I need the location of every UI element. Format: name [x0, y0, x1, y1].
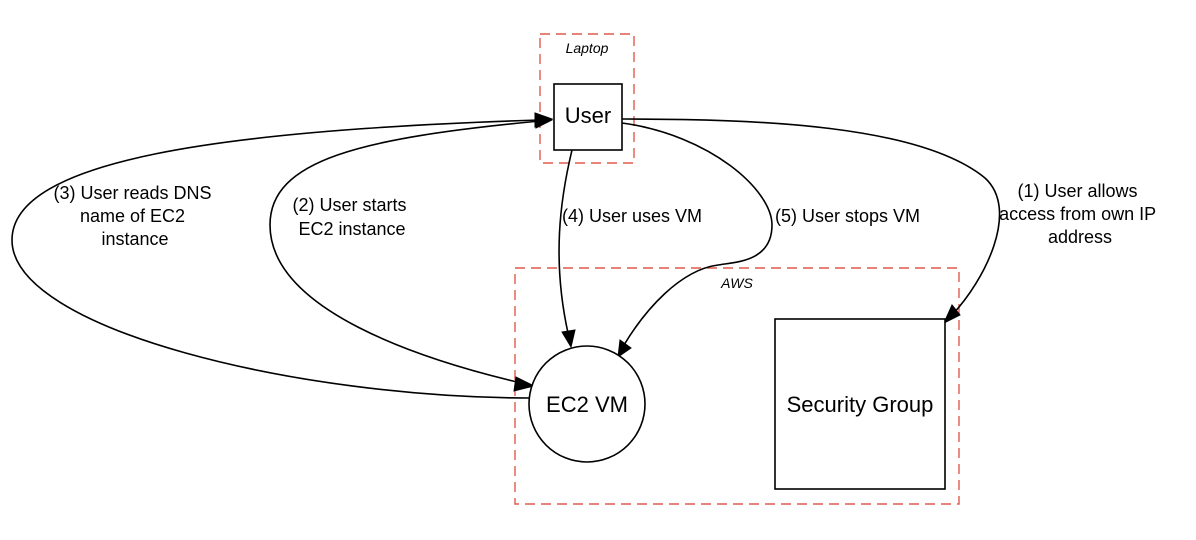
edge-uses-vm-line — [558, 149, 573, 334]
node-ec2-vm: EC2 VM — [528, 345, 646, 463]
node-security-group-box — [774, 318, 946, 490]
edge-reads-dns: (3) User reads DNS name of EC2 instance — [11, 112, 554, 399]
edge-starts-instance-arrowhead-ec2 — [513, 376, 536, 392]
aws-cluster-label: AWS — [720, 275, 753, 291]
edge-stops-vm: (5) User stops VM — [617, 122, 920, 359]
node-security-group-label: Security Group — [787, 392, 934, 417]
edge-allow-access: (1) User allows access from own IP addre… — [621, 118, 1161, 325]
edge-reads-dns-label: (3) User reads DNS name of EC2 instance — [53, 183, 216, 249]
node-security-group: Security Group — [774, 318, 946, 490]
edge-starts-instance-label: (2) User starts EC2 instance — [292, 195, 411, 239]
edge-reads-dns-line — [11, 119, 541, 399]
node-ec2-vm-label: EC2 VM — [546, 392, 628, 417]
edge-stops-vm-arrowhead — [617, 339, 632, 359]
node-user-label: User — [565, 103, 611, 128]
edge-starts-instance-line — [269, 120, 541, 386]
node-ec2-vm-circle — [528, 345, 646, 463]
edge-allow-access-line — [621, 118, 1001, 316]
laptop-cluster: Laptop — [539, 33, 635, 164]
edge-uses-vm-label: (4) User uses VM — [562, 206, 702, 226]
node-user: User — [553, 83, 623, 151]
edge-stops-vm-label: (5) User stops VM — [775, 206, 920, 226]
laptop-cluster-label: Laptop — [566, 40, 609, 56]
edge-uses-vm-arrowhead — [561, 329, 576, 349]
edge-uses-vm: (4) User uses VM — [558, 149, 702, 349]
edge-reads-dns-arrowhead — [534, 112, 554, 128]
edge-allow-access-arrowhead — [942, 304, 961, 325]
node-user-box — [553, 83, 623, 151]
edge-starts-instance: (2) User starts EC2 instance — [269, 113, 554, 392]
edge-stops-vm-line — [621, 122, 773, 346]
edge-allow-access-label: (1) User allows access from own IP addre… — [999, 181, 1161, 247]
